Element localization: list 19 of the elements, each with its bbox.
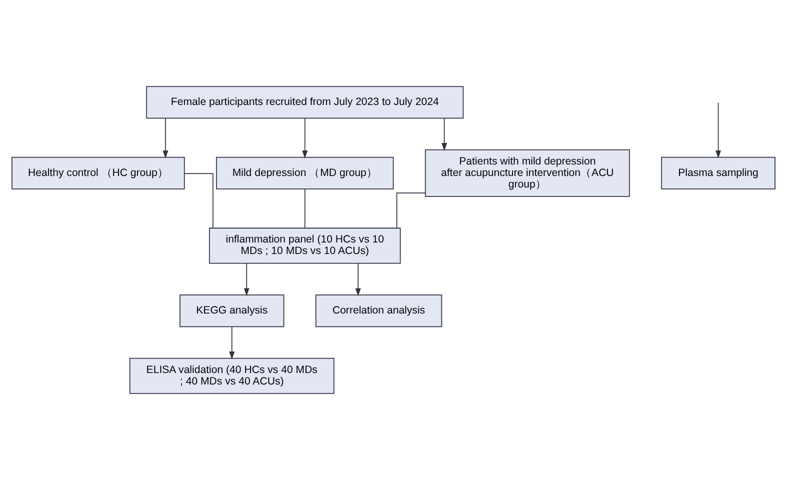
node-box: KEGG analysis — [180, 294, 284, 328]
node-box: Mild depression （MD group） — [216, 156, 394, 190]
connector — [304, 188, 306, 228]
arrow — [442, 118, 448, 151]
connector — [184, 173, 214, 228]
node-box: Healthy control （HC group） — [12, 156, 185, 190]
node-box: ELISA validation (40 HCs vs 40 MDs ; 40 MDs vs 40 ACUs) — [129, 358, 334, 394]
arrow — [229, 326, 235, 360]
node-box: Plasma sampling — [661, 156, 776, 190]
arrow — [302, 118, 308, 158]
arrow — [244, 263, 250, 296]
node-box: Correlation analysis — [315, 294, 442, 328]
arrow — [162, 118, 168, 158]
arrow — [355, 263, 361, 296]
connector — [396, 192, 426, 228]
arrow — [716, 102, 722, 158]
node-box: inflammation panel (10 HCs vs 10 MDs ; 10 MDs vs 10 ACUs) — [209, 228, 401, 264]
node-box: Patients with mild depression after acupuncture intervention（ACU group） — [424, 149, 630, 197]
node-box: Female participants recruited from July 2023 to July 2024 — [146, 86, 464, 119]
